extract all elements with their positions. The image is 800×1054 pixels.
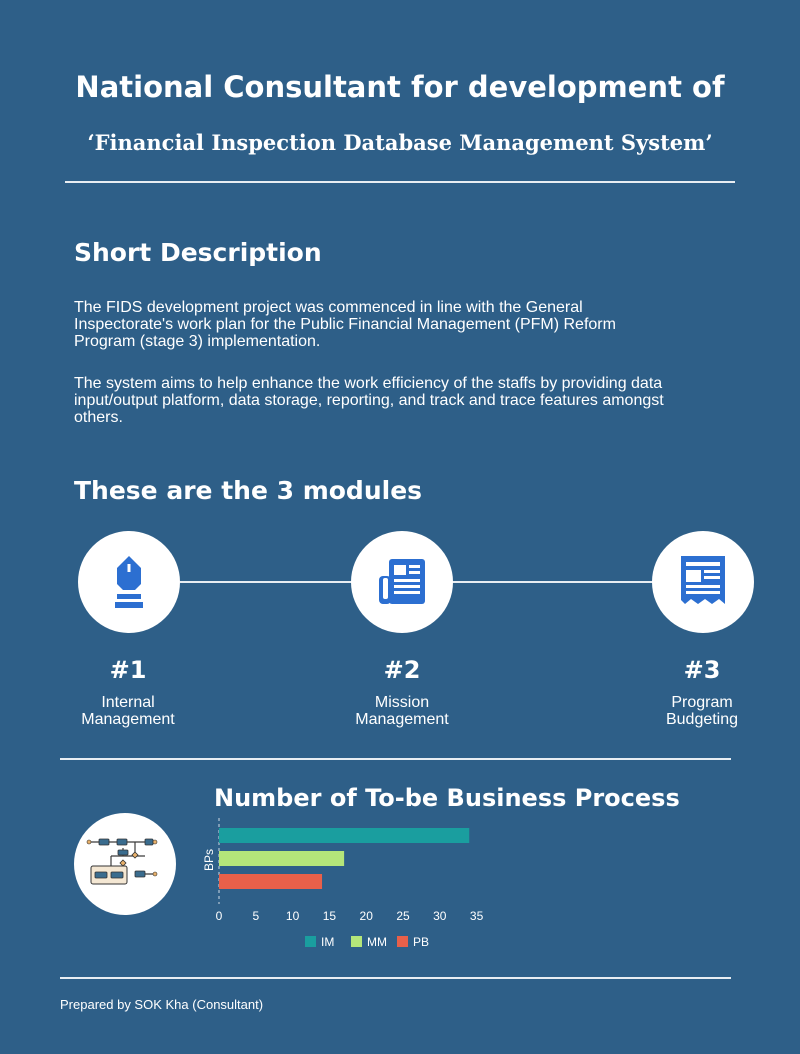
legend-swatch-mm [351, 936, 362, 947]
module-label-line: Internal [101, 694, 155, 711]
legend-label-im: IM [321, 935, 334, 949]
module-label-line: Mission [374, 694, 430, 711]
header-divider [65, 181, 735, 183]
paragraph-line: Program (stage 3) implementation. [74, 333, 321, 350]
bar-pb [219, 874, 323, 889]
newspaper-icon [379, 559, 425, 604]
module-3-icon-circle [652, 531, 754, 633]
paragraph-line: Inspectorate's work plan for the Public … [74, 316, 616, 333]
module-3-label: Program Budgeting [622, 694, 782, 728]
x-tick-label: 10 [286, 909, 300, 923]
pen-nib-icon [115, 556, 143, 608]
x-tick-label: 35 [470, 909, 484, 923]
page-subtitle: ‘Financial Inspection Database Managemen… [87, 130, 713, 155]
module-1-icon-circle [78, 531, 180, 633]
module-2-label: Mission Management [322, 694, 482, 728]
paragraph-line: input/output platform, data storage, rep… [74, 392, 664, 409]
module-connector [452, 581, 654, 583]
module-3-number: #3 [683, 656, 721, 684]
receipt-icon [681, 556, 725, 604]
section-heading-description: Short Description [74, 238, 322, 267]
flowchart-icon [86, 838, 158, 885]
footer-divider [60, 977, 731, 979]
x-tick-label: 25 [396, 909, 410, 923]
module-label-line: Management [81, 711, 175, 728]
legend-swatch-pb [397, 936, 408, 947]
module-2-icon-circle [351, 531, 453, 633]
description-paragraph-2: The system aims to help enhance the work… [74, 375, 774, 426]
bar-mm [219, 851, 345, 866]
section-heading-modules: These are the 3 modules [74, 476, 423, 505]
module-label-line: Program [671, 694, 733, 711]
paragraph-line: others. [74, 409, 123, 426]
x-tick-label: 5 [252, 909, 259, 923]
module-label-line: Management [355, 711, 449, 728]
module-2-number: #2 [383, 656, 421, 684]
page-title: National Consultant for development of [75, 70, 725, 104]
modules-divider [60, 758, 731, 760]
paragraph-line: The FIDS development project was commenc… [74, 299, 583, 316]
legend-label-mm: MM [367, 935, 387, 949]
chart-title: Number of To-be Business Process [214, 784, 680, 812]
legend-swatch-im [305, 936, 316, 947]
bar-im [219, 828, 470, 843]
paragraph-line: The system aims to help enhance the work… [74, 375, 663, 392]
x-tick-label: 20 [360, 909, 374, 923]
module-label-line: Budgeting [665, 711, 739, 728]
legend-label-pb: PB [413, 935, 429, 949]
module-1-label: Internal Management [48, 694, 208, 728]
x-tick-label: 15 [323, 909, 337, 923]
y-axis-label: BPs [202, 849, 216, 871]
description-paragraph-1: The FIDS development project was commenc… [74, 299, 754, 350]
process-icon-circle [74, 813, 176, 915]
footer-credit: Prepared by SOK Kha (Consultant) [60, 997, 264, 1012]
x-tick-label: 0 [216, 909, 223, 923]
module-1-number: #1 [109, 656, 147, 684]
module-connector [180, 581, 352, 583]
x-tick-label: 30 [433, 909, 447, 923]
